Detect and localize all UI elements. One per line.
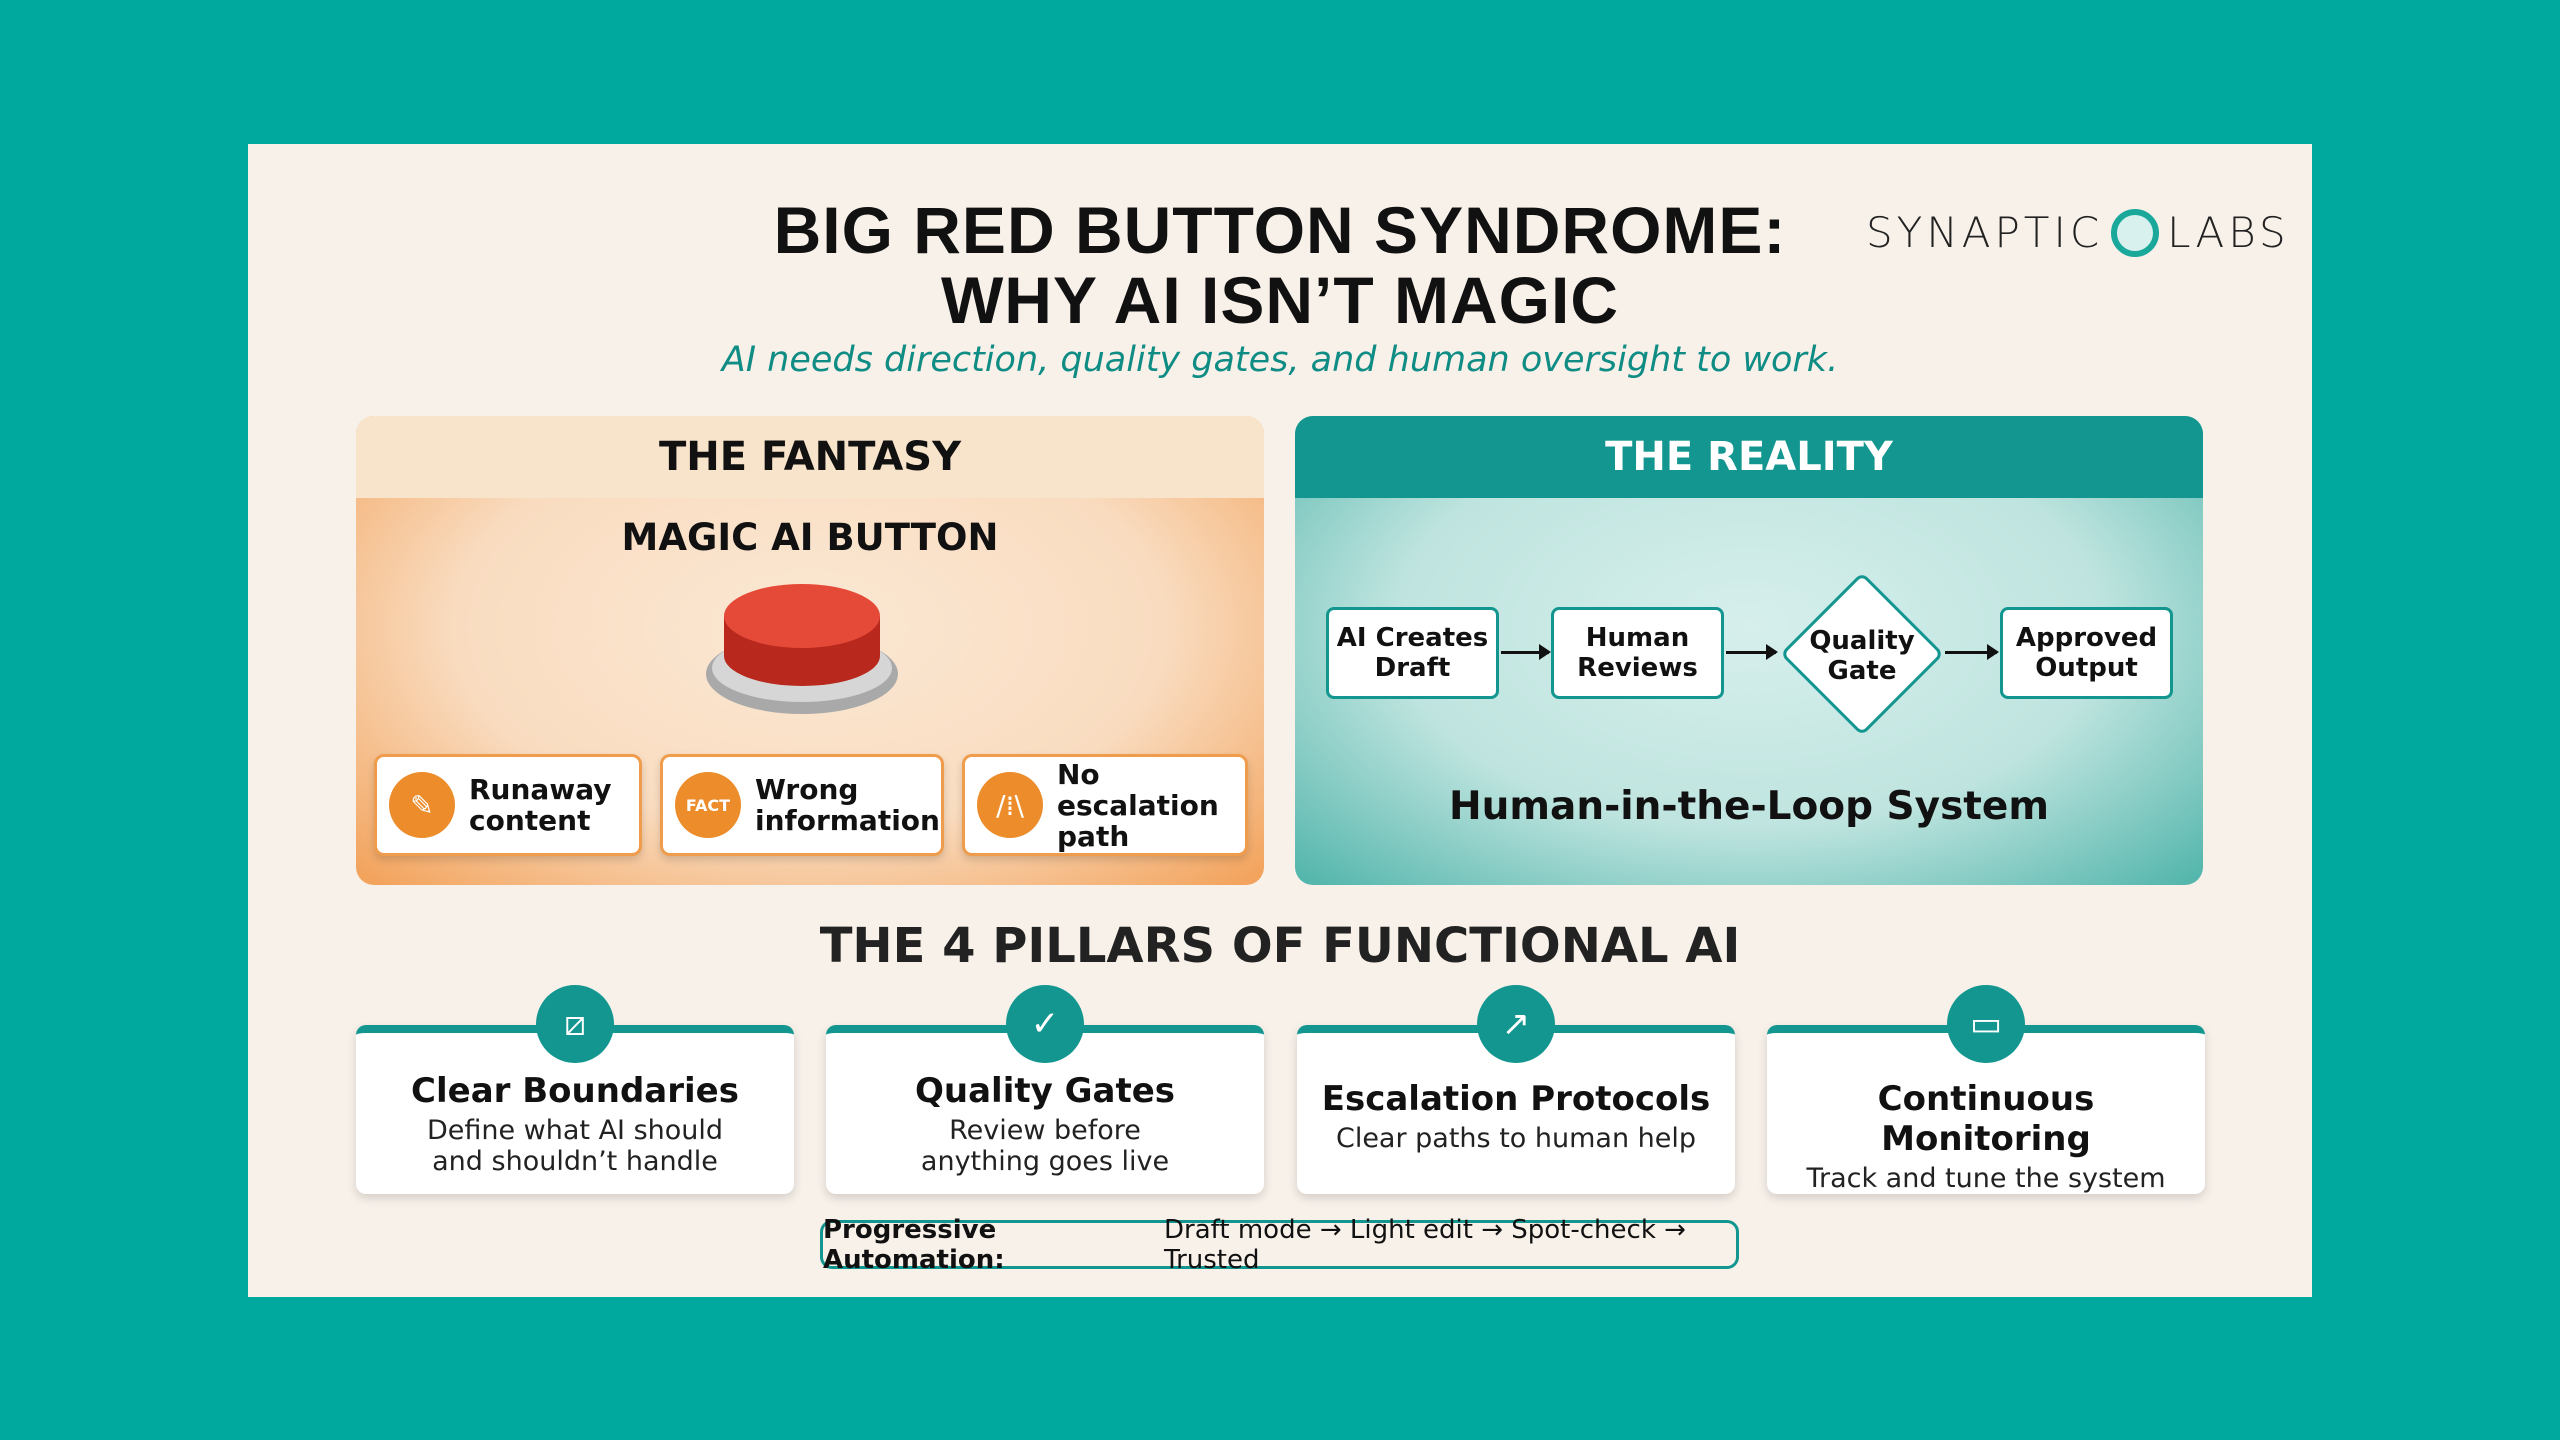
issue-label: Wrong information (755, 773, 940, 837)
pillar-title: Escalation Protocols (1321, 1079, 1711, 1119)
quality-gate-icon: ✓ (1006, 985, 1084, 1063)
pillars-heading: THE 4 PILLARS OF FUNCTIONAL AI (819, 918, 1741, 974)
document-icon: ✎ (389, 772, 455, 838)
pillar-title: Clear Boundaries (411, 1071, 739, 1111)
logo: SYNAPTIC LABS (1866, 208, 2290, 257)
step-quality-gate: Quality Gate (1809, 626, 1915, 686)
arrow-icon (1501, 644, 1551, 660)
loop-caption: Human-in-the-Loop System (1448, 784, 2050, 829)
fantasy-header: THE FANTASY (356, 416, 1264, 498)
pillar-quality-gates: ✓ Quality Gates Review before anything g… (826, 985, 1264, 1194)
progressive-automation-bar: Progressive Automation: Draft mode → Lig… (820, 1215, 1739, 1275)
magic-button-label: MAGIC AI BUTTON (621, 516, 999, 559)
step-ai-creates-draft: AI Creates Draft (1326, 607, 1499, 699)
subtitle: AI needs direction, quality gates, and h… (721, 340, 1839, 380)
arrow-icon (1945, 644, 1999, 660)
pillar-continuous-monitoring: ▭ Continuous Monitoring Track and tune t… (1767, 985, 2205, 1194)
pillar-escalation-protocols: ↗ Escalation Protocols Clear paths to hu… (1297, 985, 1735, 1194)
issue-label: Runaway content (469, 773, 612, 837)
issue-label: No escalation path (1057, 757, 1219, 853)
monitor-icon: ▭ (1947, 985, 2025, 1063)
pillar-desc: Review before anything goes live (920, 1115, 1170, 1177)
progressive-steps: Draft mode → Light edit → Spot-check → T… (1164, 1214, 1686, 1275)
logo-text-right: LABS (2167, 208, 2290, 257)
pillar-desc: Clear paths to human help (1335, 1123, 1697, 1154)
road-icon: /⁞\ (977, 772, 1043, 838)
fact-check-icon: FACT (675, 772, 741, 838)
pillar-desc: Track and tune the system (1806, 1163, 2166, 1194)
issue-card-runaway: ✎ Runaway content (374, 754, 642, 856)
progressive-label: Progressive Automation: (823, 1214, 1005, 1275)
issue-card-no-escalation: /⁞\ No escalation path (962, 754, 1248, 856)
pillar-title: Continuous Monitoring (1877, 1079, 2095, 1159)
pillar-title: Quality Gates (914, 1071, 1175, 1111)
issue-card-wrong-info: FACT Wrong information (660, 754, 944, 856)
flask-brain-icon (2111, 208, 2160, 257)
arrow-icon (1726, 644, 1778, 660)
big-red-button-icon (706, 584, 898, 714)
escalation-icon: ↗ (1477, 985, 1555, 1063)
title-line-2: WHY AI ISN’T MAGIC (941, 263, 1619, 337)
title-line-1: BIG RED BUTTON SYNDROME: (773, 193, 1787, 267)
step-human-reviews: Human Reviews (1551, 607, 1724, 699)
logo-text-left: SYNAPTIC (1866, 208, 2104, 257)
pillar-desc: Define what AI should and shouldn’t hand… (426, 1115, 724, 1177)
reality-header: THE REALITY (1295, 416, 2203, 498)
boundary-icon: ⧄ (536, 985, 614, 1063)
fantasy-panel: THE FANTASY MAGIC AI BUTTON ✎ Runaway co… (356, 416, 1264, 885)
pillar-clear-boundaries: ⧄ Clear Boundaries Define what AI should… (356, 985, 794, 1194)
step-approved-output: Approved Output (2000, 607, 2173, 699)
reality-panel: THE REALITY AI Creates Draft Human Revie… (1295, 416, 2203, 885)
